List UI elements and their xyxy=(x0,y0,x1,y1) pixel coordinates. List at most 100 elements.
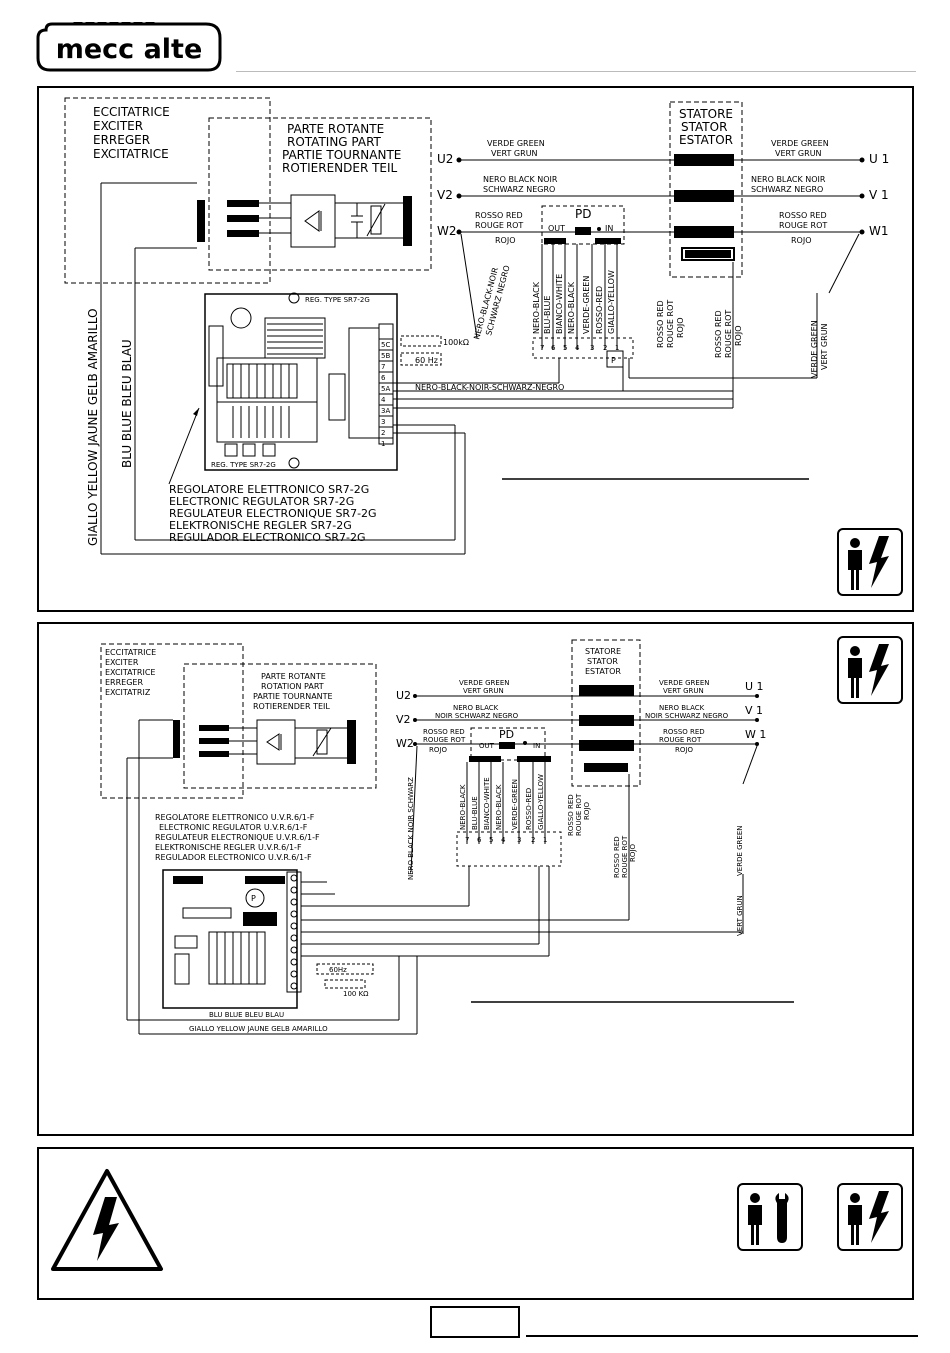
diagram-panel-uvr6: ECCITATRICE EXCITER EXCITATRICE ERREGER … xyxy=(37,622,914,1136)
wire-label: SCHWARZ NEGRO xyxy=(751,185,823,194)
reg-pin: 4 xyxy=(381,396,386,404)
blue-wire-label: BLU BLUE BLEU BLAU xyxy=(120,339,134,468)
pd-pin: 6 xyxy=(477,836,482,844)
uvr-terminal xyxy=(290,958,298,966)
pd-wire-label: VERDE-GREEN xyxy=(582,276,591,334)
page-number-box xyxy=(430,1306,520,1338)
reg-pin: 5A xyxy=(381,385,390,393)
wire-label: VERT GRUN xyxy=(463,687,504,695)
blue-wire-label: BLU BLUE BLEU BLAU xyxy=(209,1011,284,1019)
terminal-label: U2 xyxy=(396,689,411,702)
uvr-terminal xyxy=(290,982,298,990)
black-bottom-label: NERO-BLACK-NOIR-SCHWARZ-NEGRO xyxy=(415,383,564,392)
pd-pin: 5 xyxy=(489,836,493,844)
wire-label: ROSSO RED xyxy=(779,211,827,220)
rotating-label: ROTIERENDER TEIL xyxy=(253,702,330,711)
terminal-v2: V2 xyxy=(437,188,453,202)
wire-label: ROJO xyxy=(495,236,516,245)
wire-label: ROUGE ROT xyxy=(659,736,702,744)
terminal-w2: W2 xyxy=(437,224,457,238)
header-rule xyxy=(236,71,916,72)
pd-pin: 6 xyxy=(551,344,556,352)
wire-label: NERO BLACK xyxy=(659,704,705,712)
wire-label: VERT GRUN xyxy=(663,687,704,695)
high-voltage-warning-icon xyxy=(51,1169,163,1271)
uvr6-regulator-board xyxy=(162,869,298,1009)
rotating-label: ROTATION PART xyxy=(261,682,324,691)
electrician-warning-icon xyxy=(837,1183,903,1251)
pd-pin: 3 xyxy=(517,836,521,844)
electrician-warning-icon xyxy=(837,636,903,704)
wire-label: ROSSO RED xyxy=(613,836,621,878)
terminal-w1: W1 xyxy=(869,224,889,238)
wire-label: ROUGE ROT xyxy=(475,221,523,230)
regulator-caption-4: ELEKTRONISCHE REGLER SR7-2G xyxy=(169,519,352,532)
wire-label: ROSSO RED xyxy=(714,310,723,358)
regulator-caption-1: REGOLATORE ELETTRONICO SR7-2G xyxy=(169,483,369,496)
wire-label: ROUGE ROT xyxy=(666,300,675,348)
rotating-label: PARTIE TOURNANTE xyxy=(253,692,333,701)
rotating-label-2: ROTATING PART xyxy=(287,135,382,149)
exciter-label-4: EXCITATRICE xyxy=(93,147,169,161)
exciter-label: EXCITATRIZ xyxy=(105,688,151,697)
wire-label: VERDE GREEN xyxy=(736,826,744,876)
wire-label: ROJO xyxy=(791,236,812,245)
wire-label: ROJO xyxy=(734,325,743,346)
wire-label: NOIR SCHWARZ NEGRO xyxy=(435,712,519,720)
uvr-terminal xyxy=(290,946,298,954)
stator-label: STATOR xyxy=(587,657,618,666)
pd-label: PD xyxy=(575,207,591,221)
reg-pin: 3A xyxy=(381,407,390,415)
footer-rule xyxy=(526,1335,918,1337)
terminal-label: V 1 xyxy=(745,704,763,717)
wire-label: NERO BLACK NOIR xyxy=(751,175,826,184)
resistor-label: 100kΩ xyxy=(443,338,469,347)
wire-label: VERT GRUN xyxy=(775,149,822,158)
wire-label: ROJO xyxy=(629,844,637,862)
uvr-terminal xyxy=(290,922,298,930)
uvr-terminal xyxy=(290,874,298,882)
wire-label: ROSSO RED xyxy=(656,300,665,348)
terminal-label: U 1 xyxy=(745,680,764,693)
regulator-caption-5: REGULADOR ELECTRONICO SR7-2G xyxy=(169,531,366,544)
wire-label: ROSSO RED xyxy=(423,728,465,736)
uvr-terminal xyxy=(290,970,298,978)
wire-label: ROUGE ROT xyxy=(423,736,466,744)
wire-label: ROUGE ROT xyxy=(575,793,583,836)
regulator-caption: REGULADOR ELECTRONICO U.V.R.6/1-F xyxy=(155,853,312,862)
rotating-label-3: PARTIE TOURNANTE xyxy=(282,148,401,162)
reg-pin: 1 xyxy=(381,440,385,448)
wiring-diagram-sr7: ECCITATRICE EXCITER ERREGER EXCITATRICE … xyxy=(64,97,889,555)
wire-label: ROUGE ROT xyxy=(621,835,629,878)
wire-label: VERDE GREEN xyxy=(459,679,509,687)
rotating-label-1: PARTE ROTANTE xyxy=(287,122,384,136)
pd-wire-label: NERO-BLACK xyxy=(495,784,503,830)
pd-wire-label: BIANCO-WHITE xyxy=(483,777,491,830)
wire-label: SCHWARZ NEGRO xyxy=(483,185,555,194)
stator-label-1: STATORE xyxy=(679,107,733,121)
regulator-caption-3: REGULATEUR ELECTRONIQUE SR7-2G xyxy=(169,507,377,520)
exciter-label: EXCITER xyxy=(105,658,139,667)
mecc-alte-logo: mecc alte xyxy=(36,22,222,72)
pd-pin: 3 xyxy=(590,344,594,352)
uvr-p-label: P xyxy=(251,894,256,903)
wire-label: ROJO xyxy=(583,802,591,820)
exciter-label: ERREGER xyxy=(105,678,143,687)
pd-out-label: OUT xyxy=(479,742,495,750)
pd-pin: 2 xyxy=(603,344,607,352)
terminal-v1: V 1 xyxy=(869,188,889,202)
wire-label: VERT GRUN xyxy=(491,149,538,158)
uvr-terminal xyxy=(290,886,298,894)
pd-pin: 5 xyxy=(563,344,567,352)
logo-text: mecc alte xyxy=(56,34,203,65)
freq-label: 60 Hz xyxy=(415,356,438,365)
yellow-wire-label: GIALLO YELLOW JAUNE GELB AMARILLO xyxy=(86,308,100,546)
wire-label: ROUGE ROT xyxy=(724,310,733,358)
rotating-label-4: ROTIERENDER TEIL xyxy=(282,161,398,175)
pd-pin: 7 xyxy=(465,836,469,844)
pd-wire-label: BLU-BLUE xyxy=(471,796,479,830)
diagram-panel-sr7: ECCITATRICE EXCITER ERREGER EXCITATRICE … xyxy=(37,86,914,612)
pd-wire-label: GIALLO-YELLOW xyxy=(537,774,545,830)
wire-label: VERDE GREEN xyxy=(487,139,545,148)
pd-label: PD xyxy=(499,728,514,741)
